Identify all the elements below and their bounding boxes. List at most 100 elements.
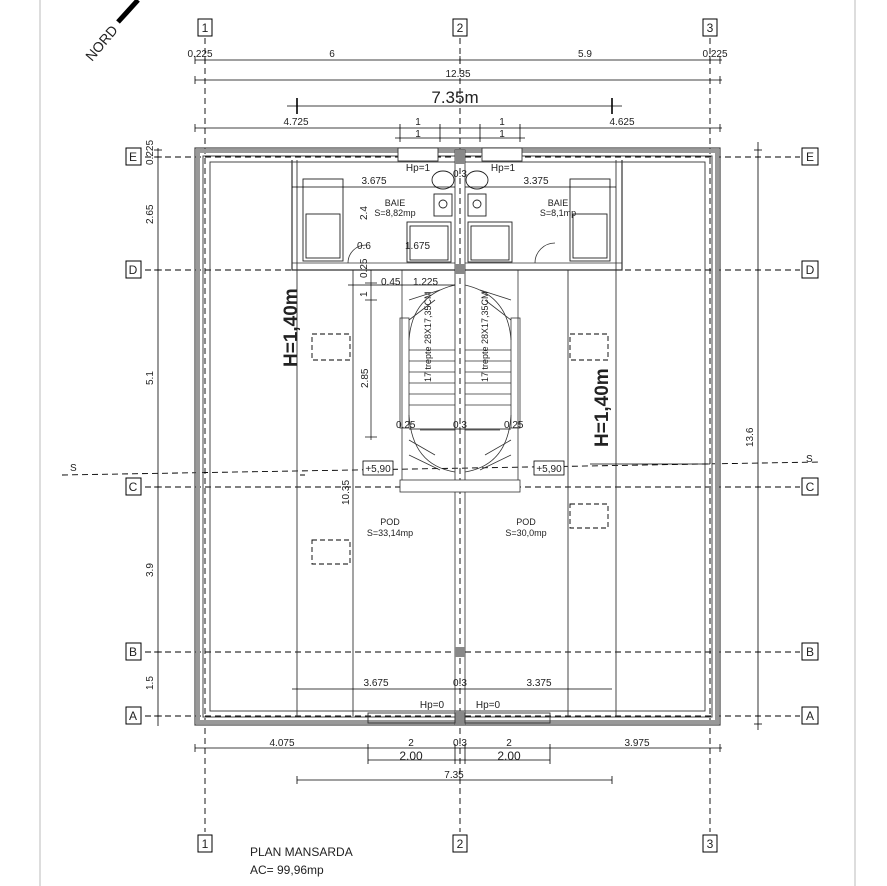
dim-v-1035: 10.35 [341, 480, 352, 505]
grid-col-3-bottom: 3 [707, 837, 714, 851]
level-right: +5,90 [536, 464, 562, 475]
north-arrow: NORD [82, 0, 140, 64]
plan-area: AC= 99,96mp [250, 863, 324, 877]
dim-top-0225-right: 0.225 [702, 49, 727, 60]
bottom-roof-windows [367, 712, 551, 724]
dim-stair-025-left: 0.25 [396, 420, 416, 431]
dim-v-025: 0.25 [359, 258, 370, 278]
room-area-baie-left: S=8,82mp [374, 208, 415, 218]
exterior-walls [194, 147, 721, 726]
room-name-baie-left: BAIE [385, 198, 406, 208]
dim-right-total: 13.6 [745, 427, 756, 447]
dim-bottom-right-3375: 3.375 [526, 678, 551, 689]
dim-1225: 1.225 [413, 277, 438, 288]
level-left: +5,90 [365, 464, 391, 475]
section-mark-right: S [806, 454, 813, 465]
dim-top-1b: 1 [499, 117, 505, 128]
dim-left-265: 2.65 [145, 204, 156, 224]
dim-stair-03: 0.3 [453, 420, 467, 431]
grid-row-e-right: E [806, 150, 814, 164]
dim-top-1c: 1 [415, 129, 421, 140]
dim-bottom-4075: 4.075 [269, 738, 294, 749]
dim-top-mid-03: 0.3 [453, 169, 467, 180]
hp-top-left: Hp=1 [406, 163, 431, 174]
grid-row-d-left: D [129, 263, 138, 277]
hp-bottom-right: Hp=0 [476, 700, 501, 711]
dim-top-interior: 7.35m [431, 88, 478, 107]
dim-bottom-3975: 3.975 [624, 738, 649, 749]
section-mark-left: S [70, 463, 77, 474]
top-dimensions [194, 56, 722, 142]
dim-left-0225: 0.225 [145, 140, 156, 165]
room-name-pod-left: POD [380, 517, 400, 527]
level-markers: +5,90 +5,90 [362, 460, 565, 476]
dim-v-285: 2.85 [360, 368, 371, 388]
bathroom-fixtures [302, 170, 611, 263]
dim-v-1: 1 [359, 291, 370, 297]
plan-title: PLAN MANSARDA [250, 845, 353, 859]
height-label-left: H=1,40m [281, 288, 302, 367]
dim-06: 0.6 [357, 241, 371, 252]
dim-bottom-2-right: 2 [506, 738, 512, 749]
skylights [311, 333, 609, 565]
room-name-pod-right: POD [516, 517, 536, 527]
grid-row-b-right: B [806, 645, 814, 659]
dim-stair-025-right: 0.25 [504, 420, 524, 431]
room-name-baie-right: BAIE [548, 198, 569, 208]
dim-top-6: 6 [329, 49, 335, 60]
grid-col-1-bottom: 1 [202, 837, 209, 851]
grid-col-2-top: 2 [457, 21, 464, 35]
hp-bottom-left: Hp=0 [420, 700, 445, 711]
height-label-right: H=1,40m [592, 368, 613, 447]
dim-top-1a: 1 [415, 117, 421, 128]
dim-v-24: 2.4 [359, 206, 370, 220]
room-area-pod-left: S=33,14mp [367, 528, 413, 538]
dim-1675: 1.675 [405, 241, 430, 252]
staircase [399, 270, 521, 493]
dim-left-15: 1.5 [145, 676, 156, 690]
dim-top-0225-left: 0.225 [187, 49, 212, 60]
bottom-dimensions [194, 744, 722, 784]
dim-bottom-mid-03: 0.3 [453, 678, 467, 689]
interior-dimensions [292, 186, 616, 690]
grid-row-c-left: C [129, 480, 138, 494]
top-roof-windows [397, 147, 523, 162]
dim-bottom-200-left: 2.00 [399, 749, 423, 763]
grid-row-a-left: A [129, 709, 137, 723]
dim-bottom-200-right: 2.00 [497, 749, 521, 763]
right-dimension [754, 142, 762, 730]
left-dimensions [154, 148, 162, 726]
grid-row-c-right: C [806, 480, 815, 494]
stair-label-left: 17 trepte 28X17,35CM [423, 291, 433, 382]
dim-045: 0.45 [381, 277, 401, 288]
knee-walls [209, 160, 706, 716]
hp-top-right: Hp=1 [491, 163, 516, 174]
grid-col-2-bottom: 2 [457, 837, 464, 851]
dim-top-4625: 4.625 [609, 117, 634, 128]
grid-row-b-left: B [129, 645, 137, 659]
grid-row-d-right: D [806, 263, 815, 277]
dim-bottom-total: 7.35 [444, 770, 464, 781]
dim-top-total: 12.35 [445, 69, 470, 80]
dim-top-1d: 1 [499, 129, 505, 140]
north-label: NORD [82, 22, 121, 64]
bathroom-walls [291, 160, 623, 271]
grid-row-e-left: E [129, 150, 137, 164]
room-area-pod-right: S=30,0mp [505, 528, 546, 538]
grid-row-a-right: A [806, 709, 814, 723]
grid-bubbles: 1 2 3 1 2 3 E D C B A E D C B A [125, 18, 819, 853]
stair-label-right: 17 trepte 28X17,35CM [480, 291, 490, 382]
grid-col-1-top: 1 [202, 21, 209, 35]
dim-left-51: 5.1 [145, 371, 156, 385]
dim-left-39: 3.9 [145, 563, 156, 577]
dim-bottom-left-3675: 3.675 [363, 678, 388, 689]
room-area-baie-right: S=8,1mp [540, 208, 576, 218]
dim-top-left-3675: 3.675 [361, 176, 386, 187]
grid-col-3-top: 3 [707, 21, 714, 35]
dim-top-4725: 4.725 [283, 117, 308, 128]
dim-top-right-3375: 3.375 [523, 176, 548, 187]
dim-bottom-03: 0.3 [453, 738, 467, 749]
dim-bottom-2-left: 2 [408, 738, 414, 749]
dim-top-59: 5.9 [578, 49, 592, 60]
